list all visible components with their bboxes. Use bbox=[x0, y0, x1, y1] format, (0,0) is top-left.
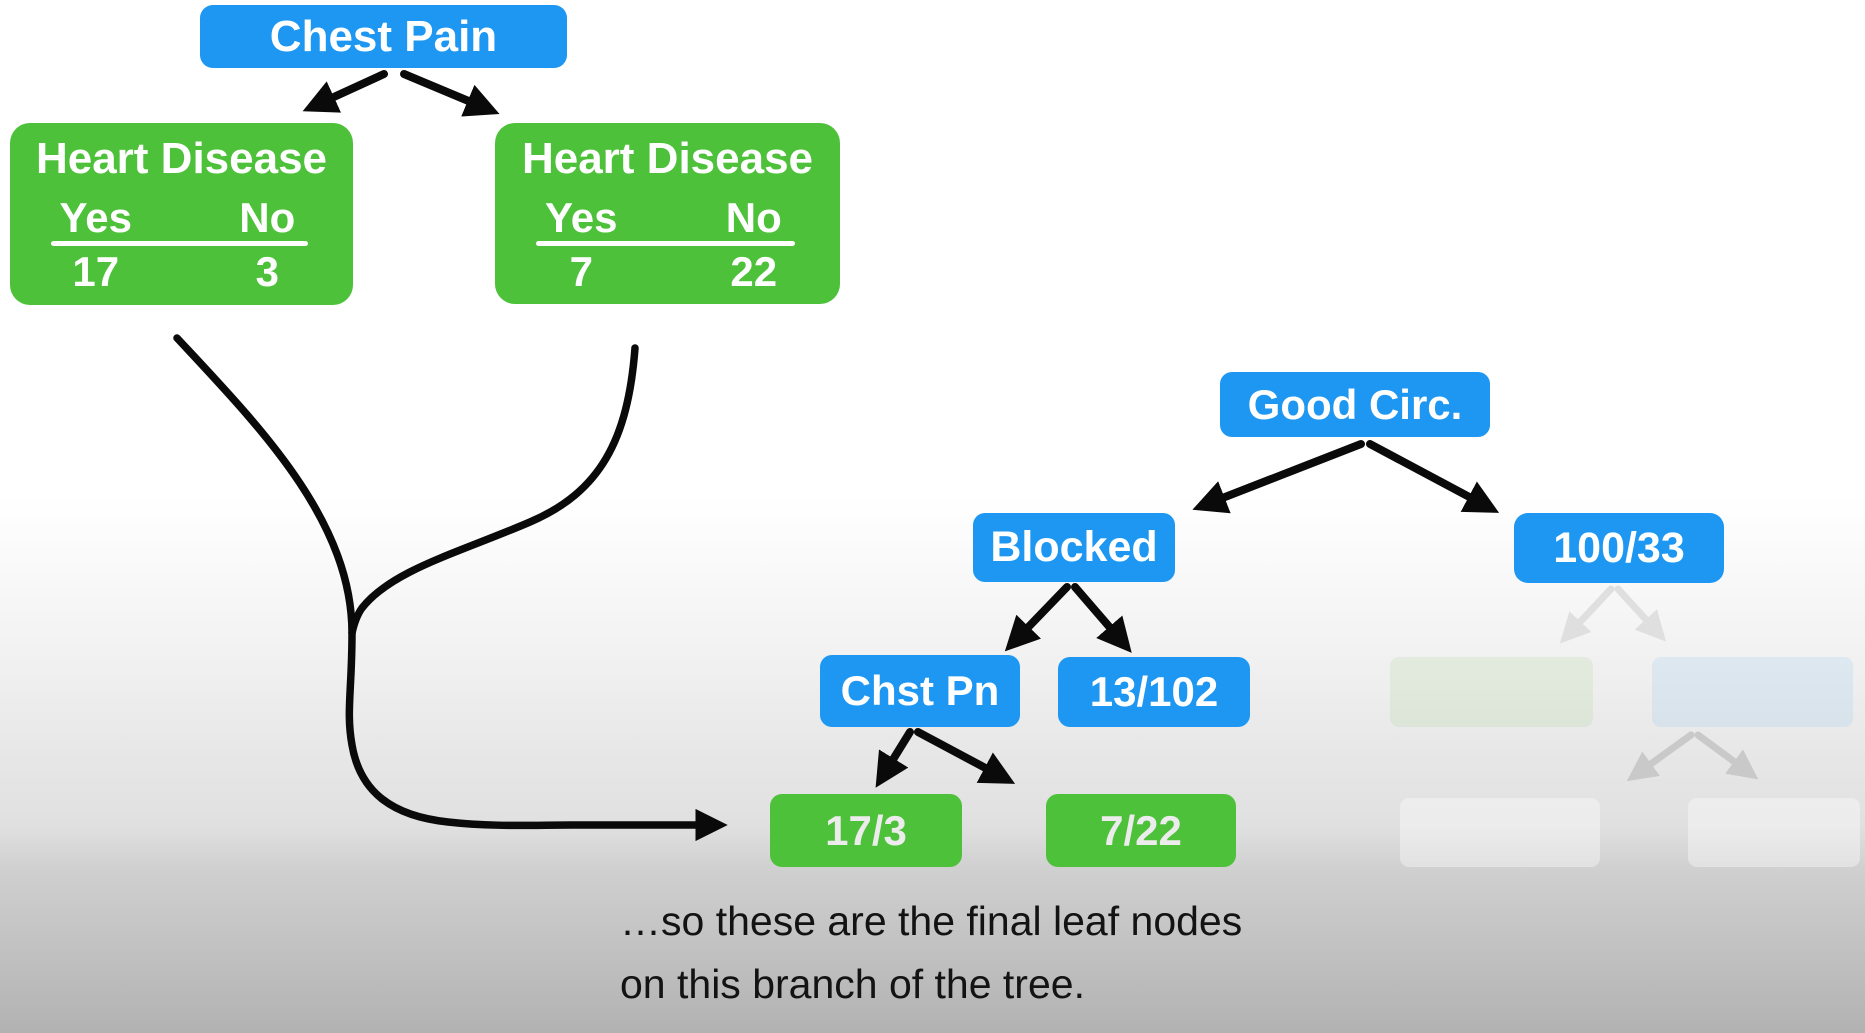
node-chst-pn: Chst Pn bbox=[820, 655, 1020, 727]
curve-left-table-to-leaf bbox=[173, 334, 728, 842]
col-header-yes: Yes bbox=[59, 194, 132, 241]
node-blocked: Blocked bbox=[973, 513, 1175, 582]
node-chest-pain: Chest Pain bbox=[200, 5, 567, 68]
value-no: 22 bbox=[730, 248, 778, 295]
col-header-no: No bbox=[725, 194, 782, 241]
node-13-102-label: 13/102 bbox=[1089, 668, 1219, 715]
arrow-chstpn-to-17-3 bbox=[875, 728, 914, 788]
table-column-headers: Yes No bbox=[10, 194, 353, 242]
col-header-yes: Yes bbox=[545, 194, 618, 241]
leaf-17-3: 17/3 bbox=[770, 794, 962, 867]
caption-line-2: on this branch of the tree. bbox=[620, 961, 1085, 1007]
table-divider bbox=[536, 241, 796, 246]
leaf-17-3-label: 17/3 bbox=[825, 806, 907, 854]
node-good-circ: Good Circ. bbox=[1220, 372, 1490, 437]
value-yes: 17 bbox=[72, 248, 120, 295]
node-blocked-label: Blocked bbox=[990, 523, 1158, 571]
ghost-arrow-100-33-right bbox=[1614, 585, 1667, 642]
table-column-headers: Yes No bbox=[495, 194, 840, 242]
table-title: Heart Disease bbox=[521, 134, 814, 183]
ghost-node-bottom-right bbox=[1688, 798, 1860, 867]
heart-disease-table-right: Heart Disease Yes No 7 22 bbox=[495, 123, 840, 304]
table-title: Heart Disease bbox=[35, 134, 328, 183]
table-values: 7 22 bbox=[495, 248, 840, 296]
table-divider bbox=[51, 241, 309, 246]
caption: …so these are the final leaf nodes on th… bbox=[620, 890, 1242, 1016]
leaf-7-22: 7/22 bbox=[1046, 794, 1236, 867]
arrow-goodcirc-to-blocked bbox=[1192, 440, 1365, 514]
arrow-root-to-left-table bbox=[302, 70, 388, 113]
value-yes: 7 bbox=[569, 248, 593, 295]
arrow-chstpn-to-7-22 bbox=[914, 728, 1016, 784]
heart-disease-table-left: Heart Disease Yes No 17 3 bbox=[10, 123, 353, 305]
arrow-blocked-to-chstpn bbox=[1004, 583, 1071, 652]
ghost-node-bottom-left bbox=[1400, 798, 1600, 867]
value-no: 3 bbox=[255, 248, 279, 295]
node-13-102: 13/102 bbox=[1058, 657, 1250, 727]
table-values: 17 3 bbox=[10, 248, 353, 296]
arrow-goodcirc-to-100-33 bbox=[1366, 440, 1500, 513]
ghost-node-green bbox=[1390, 657, 1593, 727]
node-chst-pn-label: Chst Pn bbox=[840, 667, 1000, 714]
caption-line-1: …so these are the final leaf nodes bbox=[620, 898, 1243, 944]
node-100-33: 100/33 bbox=[1514, 513, 1724, 583]
ghost-arrow-100-33-left bbox=[1559, 585, 1615, 644]
arrow-blocked-to-13-102 bbox=[1071, 583, 1132, 653]
node-100-33-label: 100/33 bbox=[1553, 523, 1685, 572]
node-good-circ-label: Good Circ. bbox=[1247, 380, 1463, 428]
col-header-no: No bbox=[239, 194, 296, 241]
node-chest-pain-label: Chest Pain bbox=[269, 11, 498, 61]
ghost-arrow-blue-left bbox=[1626, 731, 1695, 782]
arrow-root-to-right-table bbox=[400, 70, 500, 117]
leaf-7-22-label: 7/22 bbox=[1100, 806, 1182, 854]
ghost-arrow-blue-right bbox=[1694, 731, 1759, 780]
ghost-node-blue bbox=[1652, 657, 1853, 727]
curve-right-table-to-merge bbox=[348, 344, 639, 637]
